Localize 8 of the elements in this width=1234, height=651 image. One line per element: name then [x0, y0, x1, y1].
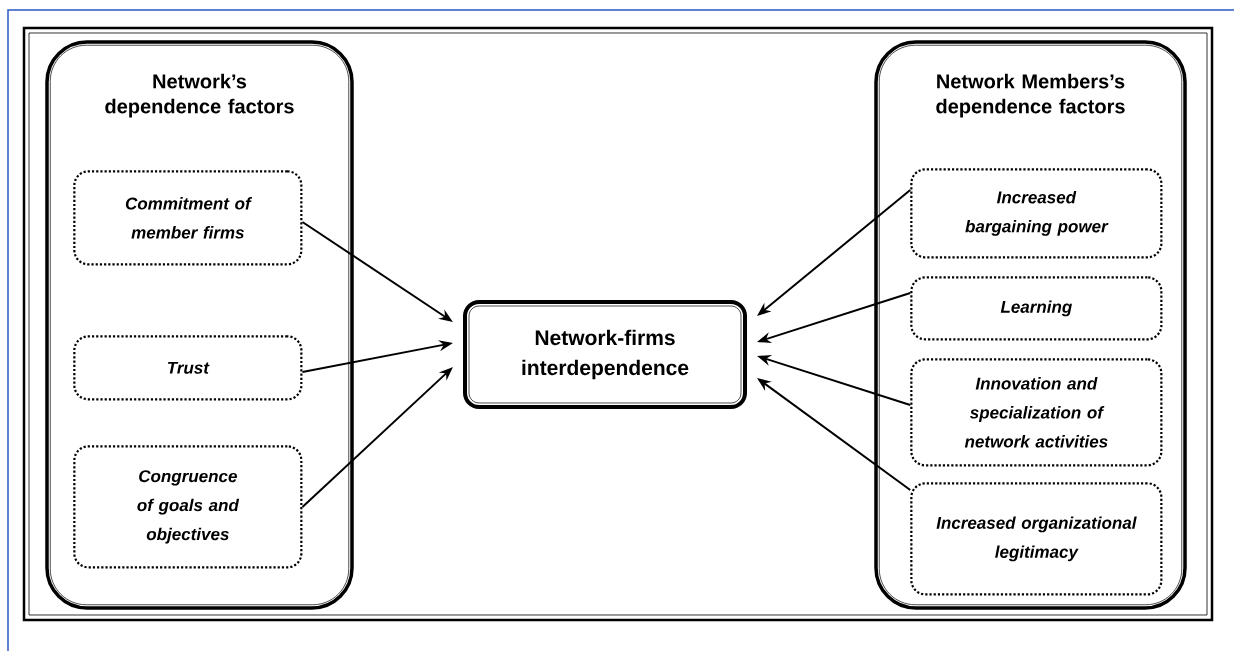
factor-box: Increased organizational legitimacy	[910, 482, 1163, 596]
factor-box: Increased bargaining power	[910, 168, 1163, 259]
factor-box: Congruence of goals and objectives	[73, 445, 303, 569]
outcome-box: Network-firms interdependence	[463, 300, 747, 409]
factor-box: Trust	[73, 335, 303, 401]
factor-box: Innovation and specialization of network activities	[910, 358, 1163, 467]
factor-box: Commitment of member firms	[73, 170, 303, 266]
factor-box: Learning	[910, 276, 1163, 341]
